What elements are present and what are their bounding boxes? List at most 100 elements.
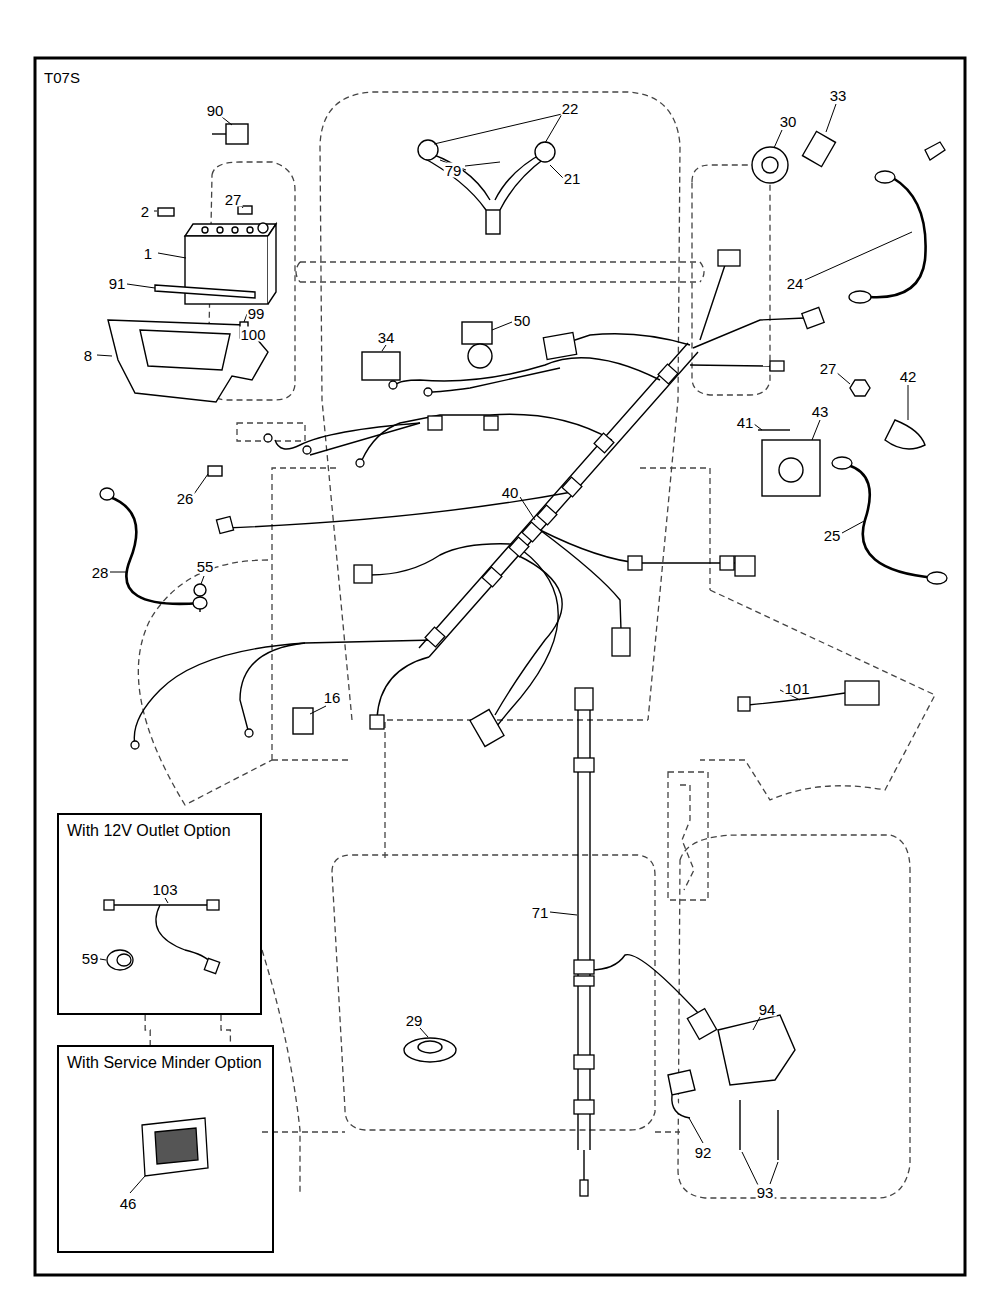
- option-part: [155, 1128, 198, 1164]
- option-part: [104, 900, 114, 910]
- leader-line: [434, 114, 562, 144]
- leader-line: [382, 345, 386, 351]
- option-box-ground: [57, 813, 262, 1015]
- cable-terminal: [193, 597, 207, 609]
- headlight: [535, 142, 555, 162]
- option-box: With Service Minder Option: [57, 1045, 274, 1253]
- switch-part: [850, 380, 870, 396]
- dashed-outline: [700, 590, 935, 800]
- dashed-connector: [221, 1015, 230, 1045]
- callout-number: 34: [377, 330, 396, 345]
- dashed-connector: [145, 1015, 150, 1045]
- cable-terminal: [100, 142, 947, 609]
- leader-line: [805, 232, 912, 280]
- leader-line: [689, 1118, 703, 1143]
- harness-clip: [658, 364, 678, 384]
- wiring-harness: [690, 365, 770, 366]
- battery-cable: [107, 496, 200, 604]
- switch-part: [802, 131, 835, 166]
- callout-number: 21: [563, 171, 582, 186]
- callout-number: 22: [561, 101, 580, 116]
- leader-line: [774, 130, 782, 148]
- harness-clip: [509, 537, 529, 557]
- battery: [232, 227, 238, 233]
- callout-number: 59: [81, 951, 100, 966]
- dashed-outline: [692, 165, 770, 395]
- wiring-harness: [377, 657, 429, 718]
- connector: [356, 459, 364, 467]
- switch-part: [468, 344, 492, 368]
- option-title: With Service Minder Option: [59, 1047, 270, 1078]
- dashed-connector: [221, 1015, 230, 1045]
- switch-part: [740, 1100, 778, 1160]
- switch-part: [404, 1038, 456, 1062]
- headlight: [418, 140, 555, 234]
- switch-part: [762, 440, 820, 496]
- leader-line: [310, 706, 326, 714]
- leader-line: [550, 912, 577, 915]
- dashed-connector: [145, 1015, 150, 1045]
- callout-number: 30: [779, 114, 798, 129]
- connector: [845, 681, 879, 705]
- switch-part: [668, 1070, 695, 1118]
- harness-clip: [562, 477, 582, 497]
- option-part: [117, 954, 131, 966]
- battery: [238, 206, 252, 214]
- connector: [738, 697, 750, 711]
- callout-number: 26: [176, 491, 195, 506]
- leader-line: [742, 1152, 778, 1185]
- wiring-harness: [560, 334, 690, 345]
- connector: [216, 516, 233, 533]
- leader-line: [492, 322, 512, 330]
- connector: [131, 741, 139, 749]
- dashed-outline: [262, 950, 680, 1195]
- callout-number: 2: [140, 204, 150, 219]
- dashed-outline: [668, 772, 708, 900]
- wiring-harness: [700, 265, 725, 340]
- wiring-harness: [583, 1150, 584, 1180]
- harness-clip: [484, 416, 498, 430]
- wiring-harness: [134, 643, 305, 745]
- harness-clip: [574, 1100, 594, 1114]
- option-box: With 12V Outlet Option: [57, 813, 262, 1015]
- dashed-outline: [138, 560, 272, 805]
- battery: [247, 227, 253, 233]
- battery: [258, 223, 268, 233]
- switch-part: [293, 708, 313, 734]
- callout-number: 103: [151, 882, 178, 897]
- harness-clip: [574, 960, 594, 974]
- switch-part: [779, 458, 803, 482]
- harness-clip: [720, 556, 734, 570]
- dashed-outline: [296, 262, 704, 282]
- switch-part: [762, 157, 778, 173]
- callout-number: 100: [239, 327, 266, 342]
- switch-part: [418, 1041, 442, 1053]
- callout-number: 79: [444, 163, 463, 178]
- switch-part: [758, 429, 790, 430]
- harness-clip: [628, 556, 642, 570]
- leader-line: [550, 165, 563, 178]
- callout-number: 90: [206, 103, 225, 118]
- battery: [155, 285, 255, 298]
- harness-clip: [574, 976, 594, 986]
- leader-line: [194, 474, 208, 494]
- callout-number: 27: [819, 361, 838, 376]
- connector: [802, 307, 824, 328]
- callout-number: 42: [899, 369, 918, 384]
- option-part: [207, 900, 219, 910]
- leader-line: [826, 104, 836, 132]
- callout-number: 33: [829, 88, 848, 103]
- harness-clip: [574, 1055, 594, 1069]
- switch-part: [885, 420, 925, 449]
- leader-line: [753, 1017, 760, 1030]
- battery: [108, 124, 276, 402]
- harness-clip: [522, 522, 542, 542]
- connector: [370, 715, 384, 729]
- callout-number: 92: [694, 1145, 713, 1160]
- callout-number: 24: [786, 276, 805, 291]
- leader-line: [100, 959, 106, 960]
- battery: [140, 330, 230, 370]
- connector: [687, 1009, 716, 1040]
